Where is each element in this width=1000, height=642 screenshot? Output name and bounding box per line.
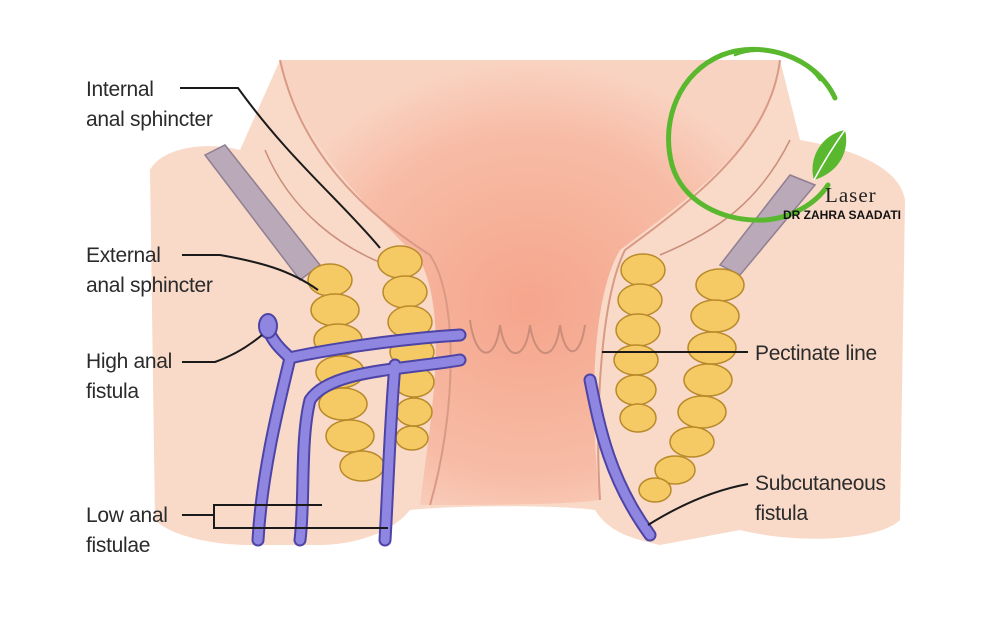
logo-leaf-vein [813,129,846,181]
label-external-line1: External [86,244,161,267]
canal-wall-left [279,59,452,506]
logo-subtitle: DR ZAHRA SAADATI [783,208,901,222]
label-internal-line1: Internal [86,78,154,101]
label-high-line1: High anal [86,350,172,373]
anal-canal [280,60,780,505]
label-external-line2: anal sphincter [86,274,213,297]
label-high-line2: fistula [86,380,139,403]
label-internal-line2: anal sphincter [86,108,213,131]
leader-external-sphincter [182,254,319,291]
label-subcutaneous-line2: fistula [755,502,808,525]
label-subcutaneous-line1: Subcutaneous [755,472,886,495]
mucosa-line-right [659,139,791,256]
label-low-line2: fistulae [86,534,150,557]
internal-sphincter-left [377,245,435,451]
leader-high-fistula [182,334,263,363]
logo-title: Laser [825,183,877,207]
leader-internal-sphincter [180,87,381,249]
leader-low-fistulae [182,504,388,529]
label-low-line1: Low anal [86,504,168,527]
logo-ring-inner-icon [733,49,822,82]
leader-subcutaneous-fistula [647,483,749,526]
external-sphincter-right [638,268,745,503]
levator-muscle-right [718,174,817,276]
label-pectinate: Pectinate line [755,342,877,365]
laser-logo: Laser DR ZAHRA SAADATI [666,46,901,223]
pectinate-folds [469,319,586,355]
fistula-tracts [251,313,657,547]
